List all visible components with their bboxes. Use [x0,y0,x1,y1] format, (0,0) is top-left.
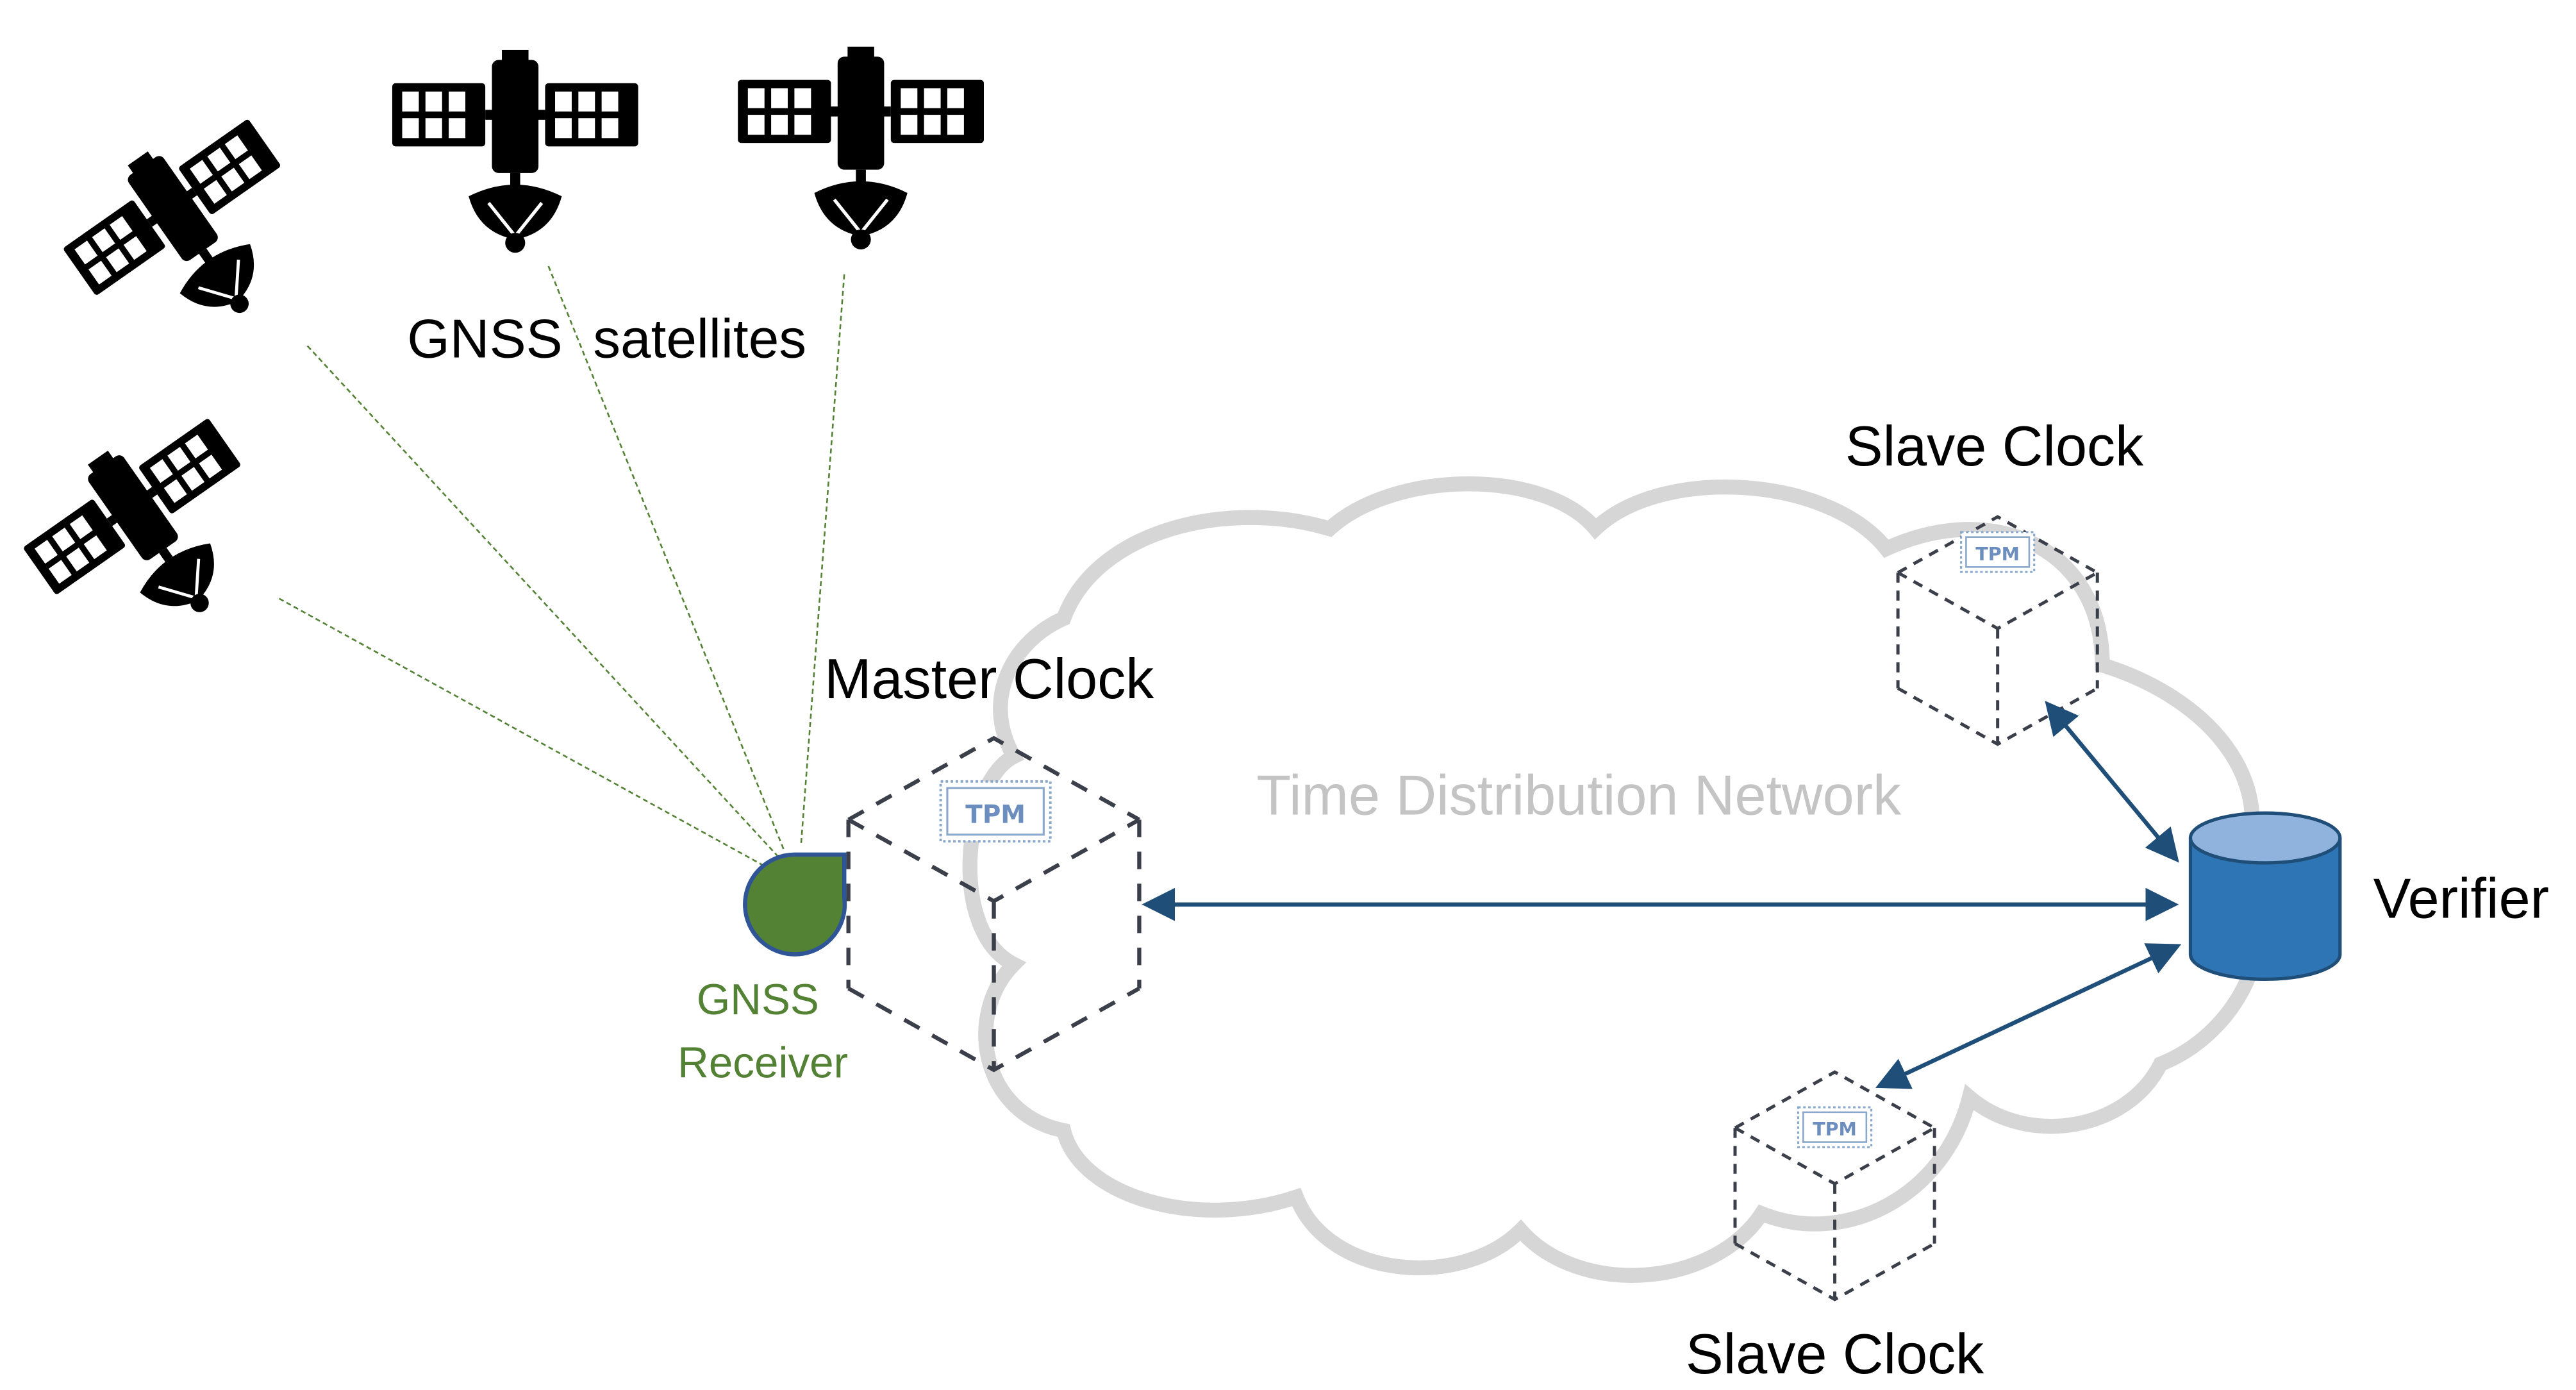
tpm-chip-icon: TPM [1960,531,2036,573]
tpm-label: TPM [1975,544,2020,565]
slave-clock-top-node: TPM [1898,517,2097,744]
satellite-icon [45,94,337,376]
network-label: Time Distribution Network [1256,764,1902,827]
master-clock-label: Master Clock [824,647,1154,710]
satellite-icon [738,47,984,249]
slave-clock-bottom-label: Slave Clock [1686,1322,1984,1386]
tpm-label: TPM [965,801,1026,830]
receiver-label-line2: Receiver [677,1039,848,1087]
slave-clock-bottom-node: TPM [1735,1072,1934,1300]
connection-arrows [1142,700,2182,1089]
master-clock-node: TPM [849,738,1140,1069]
tpm-chip-icon: TPM [1797,1106,1873,1148]
gnss-signal-lines [278,265,845,869]
receiver-label-line1: GNSS [697,976,819,1024]
tpm-chip-icon: TPM [939,780,1052,843]
verifier-label: Verifier [2373,866,2549,930]
gnss-antenna-icon [743,852,847,957]
satellite-icon [392,50,638,253]
satellites-label: GNSS satellites [407,309,806,370]
slave-clock-top-label: Slave Clock [1845,414,2144,478]
slave-top-verifier-arrow [2045,700,2179,863]
tpm-label: TPM [1813,1119,1857,1140]
network-cloud-icon [962,476,2268,1283]
slave-bottom-verifier-arrow [1875,943,2182,1089]
database-cylinder-icon [2188,811,2342,981]
satellite-icon [5,393,297,676]
